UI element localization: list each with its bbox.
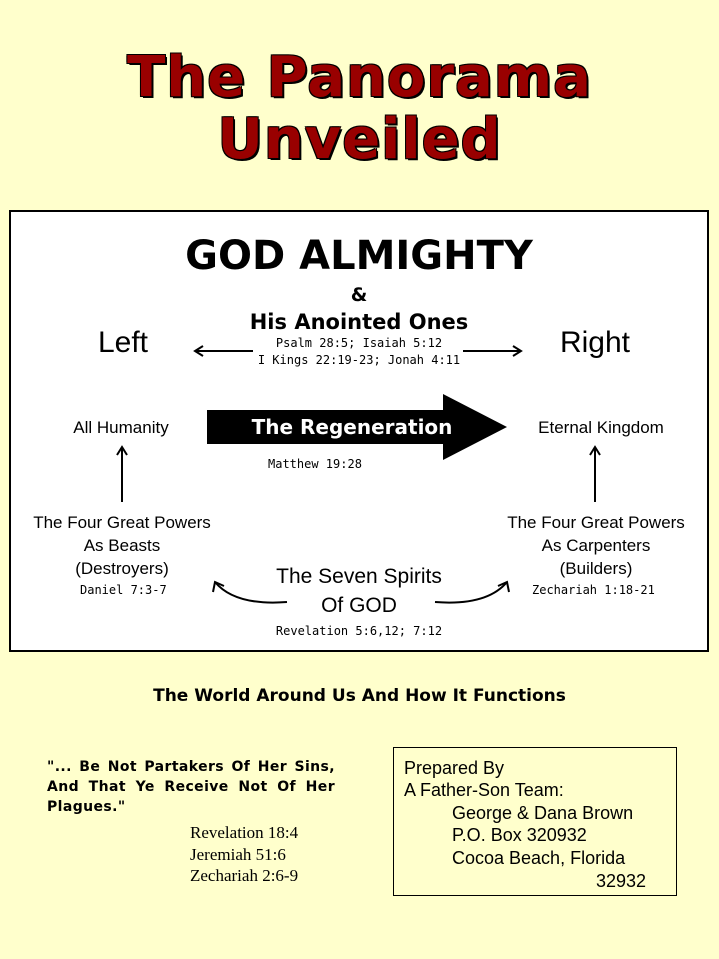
right-label: Right [559, 326, 631, 359]
regeneration-label: The Regeneration [251, 415, 453, 439]
right-powers-ref: Zechariah 1:18-21 [532, 583, 655, 597]
prepared-by-box: Prepared By A Father-Son Team: George & … [393, 747, 677, 896]
right-arrow-icon [463, 345, 523, 357]
quote-ref-1: Revelation 18:4 [190, 823, 299, 842]
ampersand-label: & [350, 284, 368, 306]
prepared-by-label: Prepared By [404, 758, 505, 778]
quote-ref-2: Jeremiah 51:6 [190, 845, 286, 864]
left-powers-line-1: The Four Great Powers [33, 513, 211, 532]
diagram-panel: GOD ALMIGHTY & His Anointed Ones Psalm 2… [9, 210, 709, 652]
regeneration-arrow-icon [207, 394, 507, 460]
eternal-kingdom-node: Eternal Kingdom [538, 418, 664, 437]
god-almighty-heading: GOD ALMIGHTY [185, 233, 533, 279]
page-title-line-1: The Panorama [127, 45, 592, 110]
team-label: A Father-Son Team: [404, 780, 564, 800]
left-label: Left [97, 326, 149, 359]
anointed-refs-line-1: Psalm 28:5; Isaiah 5:12 [275, 336, 443, 350]
left-arrow-icon [193, 345, 253, 357]
seven-spirits-ref: Revelation 5:6,12; 7:12 [275, 624, 443, 638]
right-powers-line-3: (Builders) [559, 559, 633, 578]
up-arrow-left-icon [116, 445, 128, 502]
seven-spirits-line-2: Of GOD [321, 594, 397, 617]
page-subtitle: The World Around Us And How It Functions [153, 686, 566, 706]
quote-ref-3: Zechariah 2:6-9 [190, 866, 299, 885]
right-powers-block: The Four Great Powers As Carpenters (Bui… [485, 511, 707, 580]
author-names: George & Dana Brown [452, 803, 634, 823]
curved-arrow-left-icon [212, 580, 288, 604]
left-powers-line-3: (Destroyers) [75, 559, 169, 578]
right-powers-line-1: The Four Great Powers [507, 513, 685, 532]
scripture-quote: "... Be Not Partakers Of Her Sins, And T… [47, 759, 335, 815]
all-humanity-node: All Humanity [73, 418, 169, 437]
left-powers-ref: Daniel 7:3-7 [80, 583, 167, 597]
page-title-line-2: Unveiled [217, 107, 502, 172]
right-powers-line-2: As Carpenters [541, 536, 651, 555]
curved-arrow-right-icon [434, 580, 510, 604]
seven-spirits-line-1: The Seven Spirits [276, 565, 442, 588]
seven-spirits-block: The Seven Spirits Of GOD [231, 562, 487, 620]
zip-code: 32932 [596, 871, 647, 891]
up-arrow-right-icon [589, 445, 601, 502]
left-powers-line-2: As Beasts [83, 536, 161, 555]
left-powers-block: The Four Great Powers As Beasts (Destroy… [11, 511, 233, 580]
po-box: P.O. Box 320932 [452, 825, 587, 845]
anointed-refs-line-2: I Kings 22:19-23; Jonah 4:11 [257, 353, 461, 367]
regeneration-ref: Matthew 19:28 [268, 457, 362, 471]
city-state: Cocoa Beach, Florida [452, 848, 626, 868]
anointed-ones-heading: His Anointed Ones [249, 310, 469, 334]
